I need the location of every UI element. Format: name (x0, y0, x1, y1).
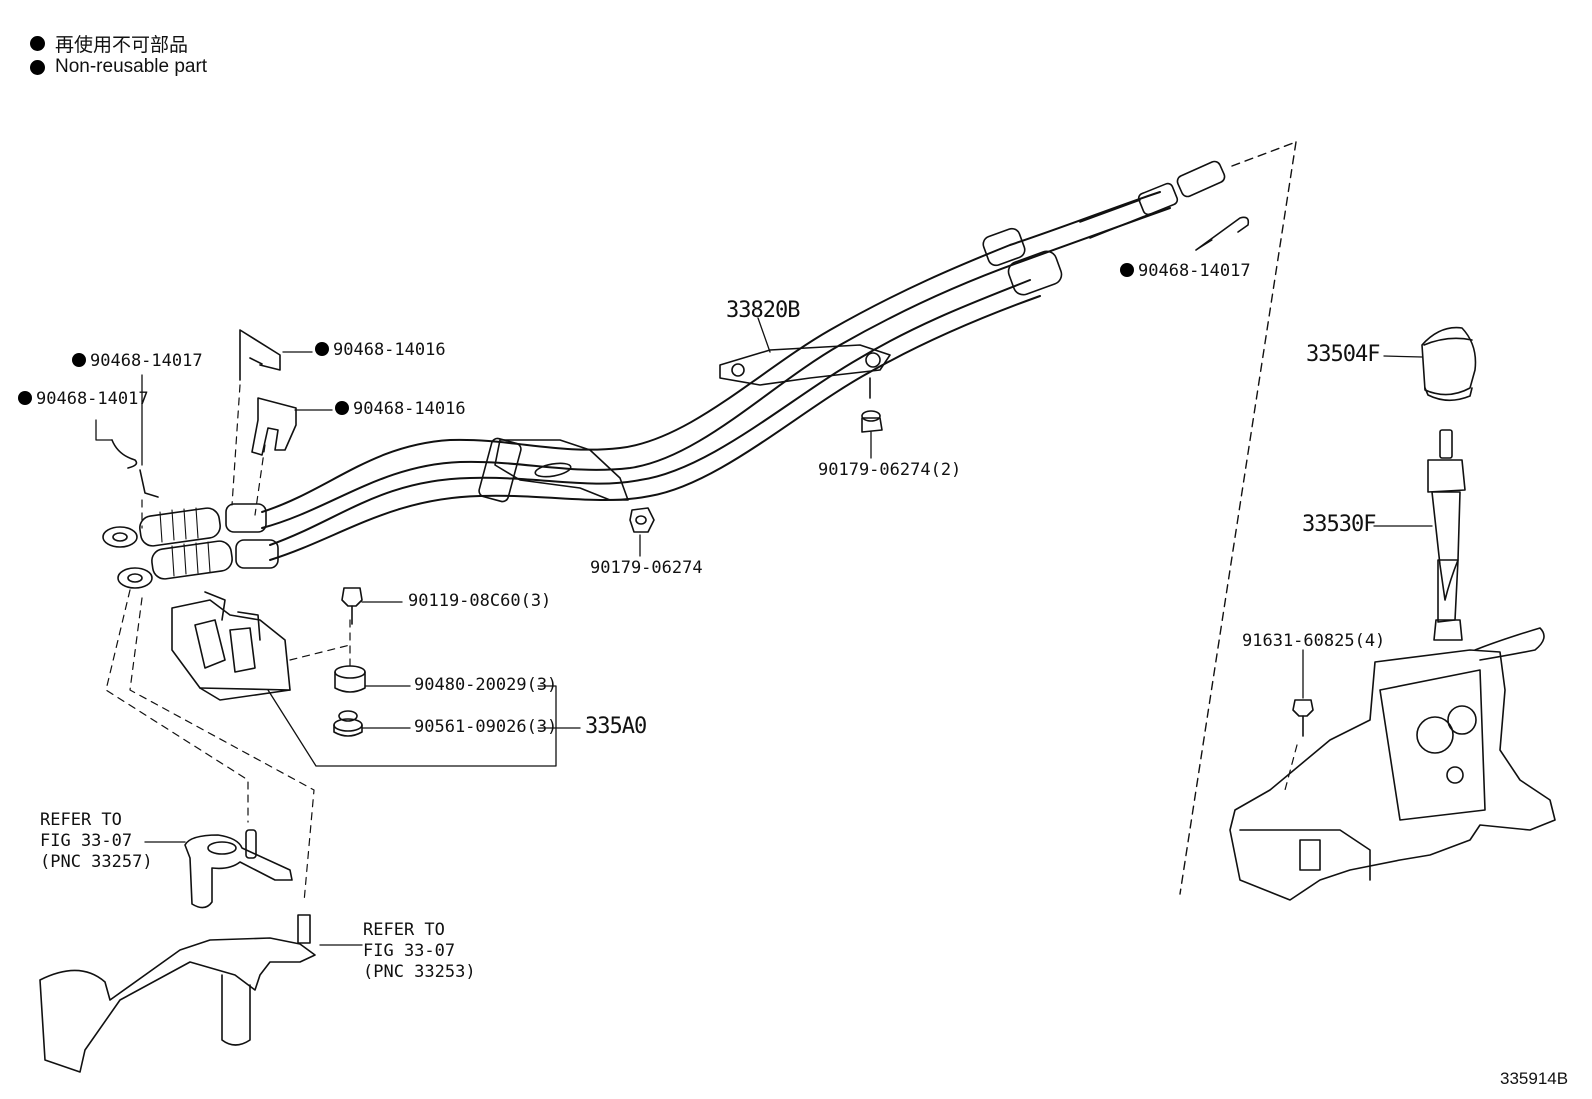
leader-lines (95, 239, 1433, 946)
reference-note-pnc-33253: REFER TO FIG 33-07 (PNC 33253) (363, 920, 476, 982)
shift-knob-33504F (1421, 326, 1477, 402)
lever-33257 (184, 829, 293, 909)
non-reusable-bullet-icon (30, 59, 45, 75)
label-90480-20029-3: 90480-20029(3) (414, 675, 558, 695)
figure-id: 335914B (1500, 1069, 1569, 1088)
non-reusable-bullet-icon (30, 36, 45, 51)
lever-33253 (39, 914, 316, 1073)
label-90468-14016-a: 90468-14016 (315, 342, 446, 359)
label-90179-06274-2: 90179-06274(2) (818, 460, 962, 480)
label-90119-08C60-3: 90119-08C60(3) (408, 591, 552, 611)
legend-english: Non-reusable part (30, 56, 207, 78)
label-90468-14017-top: 90468-14017 (1120, 263, 1251, 280)
pin-90468-14017-top (1195, 216, 1250, 251)
legend-japanese: 再使用不可部品 (30, 30, 188, 57)
nut-90179-06274 (629, 507, 655, 533)
label-90179-06274: 90179-06274 (590, 558, 703, 578)
label-33820B: 33820B (726, 298, 800, 323)
label-335A0: 335A0 (585, 714, 647, 739)
control-cable-33820B (102, 160, 1226, 589)
non-reusable-bullet-icon (315, 342, 329, 356)
label-90468-14017-left-a: 90468-14017 (72, 353, 203, 370)
shift-lever-housing-33530F (1229, 429, 1556, 901)
non-reusable-bullet-icon (335, 401, 349, 415)
non-reusable-bullet-icon (1120, 263, 1134, 277)
label-90468-14017-left-b: 90468-14017 (18, 391, 149, 408)
label-90561-09026-3: 90561-09026(3) (414, 717, 558, 737)
assembly-boundary (1179, 141, 1297, 895)
bracket-335A0 (171, 587, 366, 737)
label-33530F: 33530F (1302, 512, 1376, 537)
nut-90179-06274-2 (861, 410, 883, 433)
non-reusable-bullet-icon (18, 391, 32, 405)
label-33504F: 33504F (1306, 342, 1380, 367)
label-90468-14016-b: 90468-14016 (335, 401, 466, 418)
label-91631-60825-4: 91631-60825(4) (1242, 631, 1386, 651)
reference-note-pnc-33257: REFER TO FIG 33-07 (PNC 33257) (40, 810, 153, 872)
legend-text-en: Non-reusable part (55, 56, 208, 77)
legend-text-ja: 再使用不可部品 (55, 35, 189, 56)
non-reusable-bullet-icon (72, 353, 86, 367)
